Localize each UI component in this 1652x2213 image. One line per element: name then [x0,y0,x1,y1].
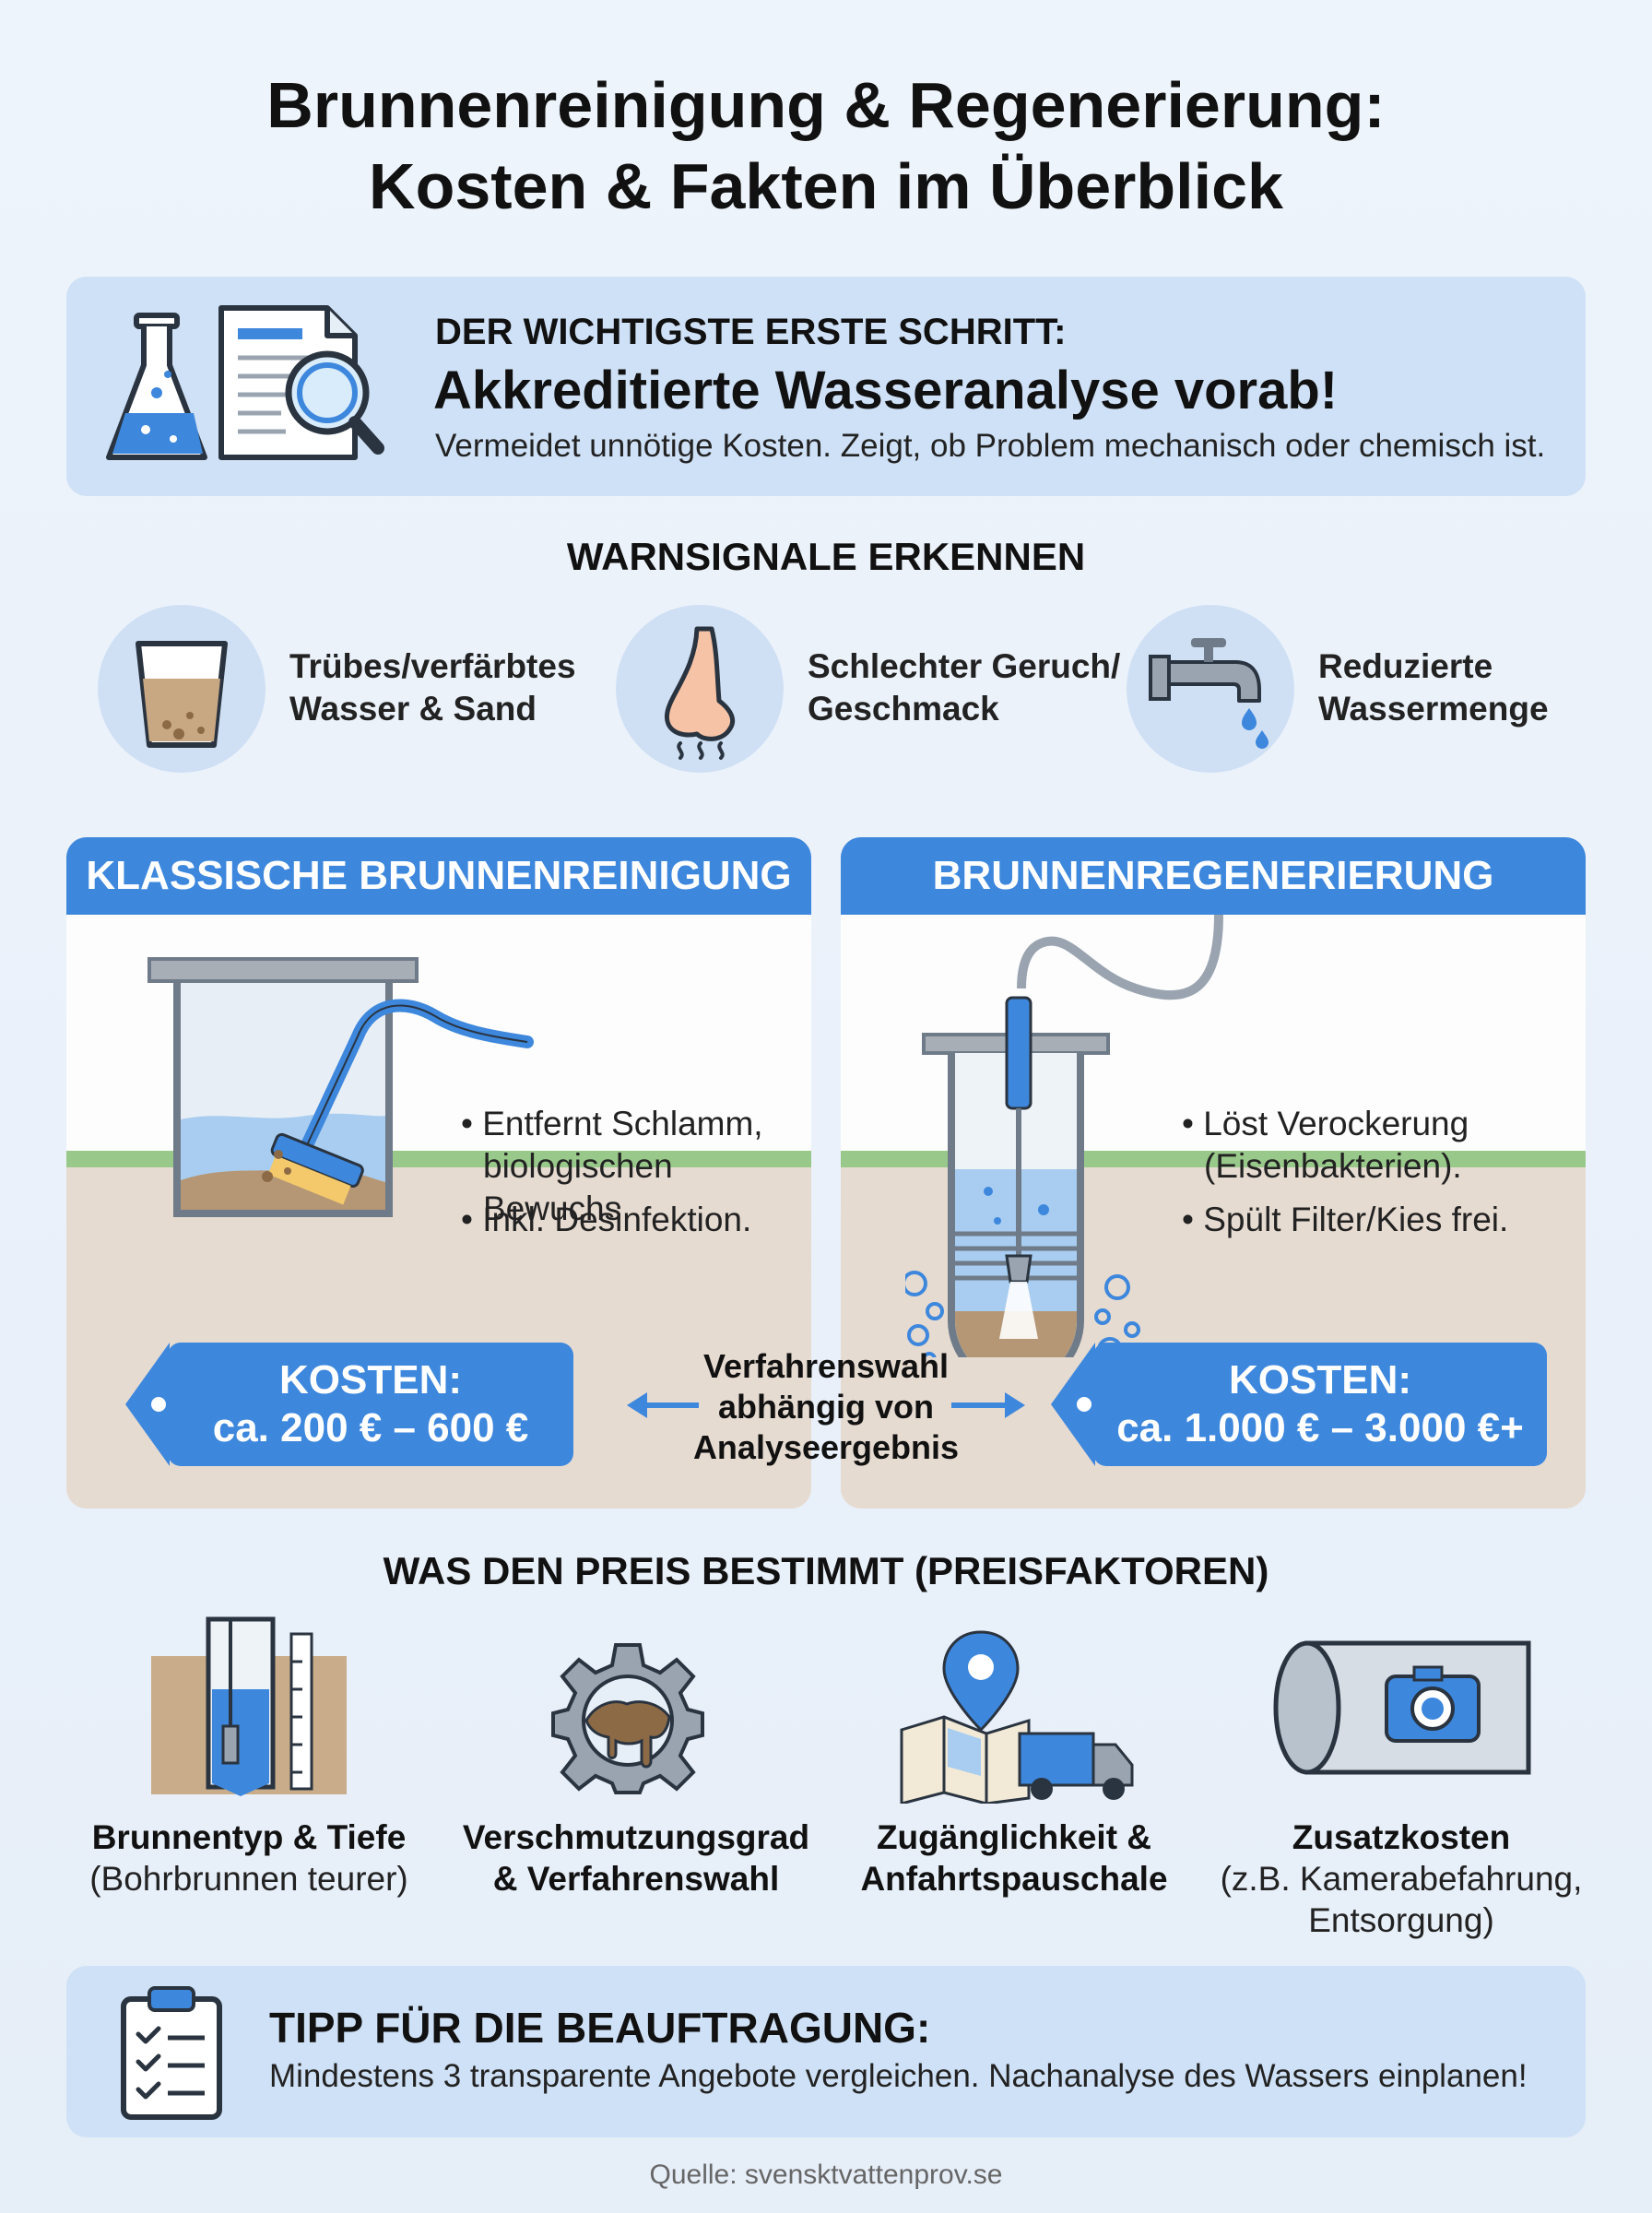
cost-value-regeneration: ca. 1.000 € – 3.000 €+ [1116,1405,1524,1450]
well-depth-icon [151,1616,347,1796]
warning-text-2: Schlechter Geruch/ Geschmack [808,647,1121,728]
page-title: Brunnenreinigung & Regenerierung: Kosten… [0,65,1652,227]
title-line-2: Kosten & Fakten im Überblick [369,150,1283,222]
method-choice-note: Verfahrenswahl abhängig von Analyseergeb… [692,1347,960,1466]
tip-heading: TIPP FÜR DIE BEAUFTRAGUNG: [269,2004,931,2052]
regeneration-bullet-2: • Spült Filter/Kies frei. [1182,1201,1509,1238]
cost-label-classic: KOSTEN: [279,1357,462,1402]
tip-body: Mindestens 3 transparente Angebote vergl… [269,2058,1528,2094]
warning-text-1: Trübes/verfärbtes Wasser & Sand [289,647,576,728]
factor-label-3: Zugänglichkeit & Anfahrtspauschale [860,1818,1168,1898]
map-truck-icon [900,1630,1134,1804]
first-step-headline: Akkreditierte Wasseranalyse vorab! [433,361,1339,420]
double-arrow-icon [627,1392,1025,1418]
tip-panel [66,1966,1586,2137]
cost-value-classic: ca. 200 € – 600 € [212,1405,529,1450]
title-line-1: Brunnenreinigung & Regenerierung: [266,69,1386,141]
classic-bullet-1: • Entfernt Schlamm, biologischen Bewuchs [461,1105,763,1227]
cost-tag-classic: KOSTEN: ca. 200 € – 600 € [125,1343,573,1466]
well-regeneration-illustration [905,915,1223,1357]
gear-sludge-icon [551,1643,704,1794]
factors-heading: WAS DEN PREIS BESTIMMT (PREISFAKTOREN) [383,1549,1269,1592]
warning-icon-circle-1 [98,605,266,773]
flask-icon [106,313,207,460]
first-step-kicker: DER WICHTIGSTE ERSTE SCHRITT: [435,312,1067,352]
factor-label-4: Zusatzkosten (z.B. Kamerabefahrung, Ents… [1220,1818,1583,1939]
warning-text-3: Reduzierte Wassermenge [1318,647,1549,728]
nose-icon [664,626,736,760]
pipe-camera-icon [1273,1640,1531,1775]
factor-label-1: Brunnentyp & Tiefe (Bohrbrunnen teurer) [89,1818,408,1898]
analysis-illustration [106,305,384,460]
factor-label-2: Verschmutzungsgrad & Verfahrenswahl [462,1818,810,1898]
regeneration-bullet-1: • Löst Verockerung (Eisenbakterien). [1182,1105,1469,1185]
cost-label-regeneration: KOSTEN: [1229,1357,1411,1402]
card-header-classic: KLASSISCHE BRUNNENREINIGUNG [66,837,811,915]
first-step-subtext: Vermeidet unnötige Kosten. Zeigt, ob Pro… [435,428,1546,464]
magnifier-icon [285,350,384,455]
faucet-drip-icon [1149,638,1268,749]
cloudy-glass-icon [136,641,228,748]
classic-bullet-2: • Inkl. Desinfektion. [461,1201,752,1238]
source-note: Quelle: svensktvattenprov.se [649,2160,1003,2190]
clipboard-checklist-icon [121,1986,222,2120]
cost-tag-regeneration: KOSTEN: ca. 1.000 € – 3.000 €+ [1051,1343,1547,1466]
warning-icon-circle-2 [616,605,784,773]
warnings-heading: WARNSIGNALE ERKENNEN [566,535,1086,578]
warning-icon-circle-3 [1127,605,1294,773]
card-header-regeneration: BRUNNENREGENERIERUNG [841,837,1586,915]
shaft-cleaning-illustration [148,957,534,1217]
